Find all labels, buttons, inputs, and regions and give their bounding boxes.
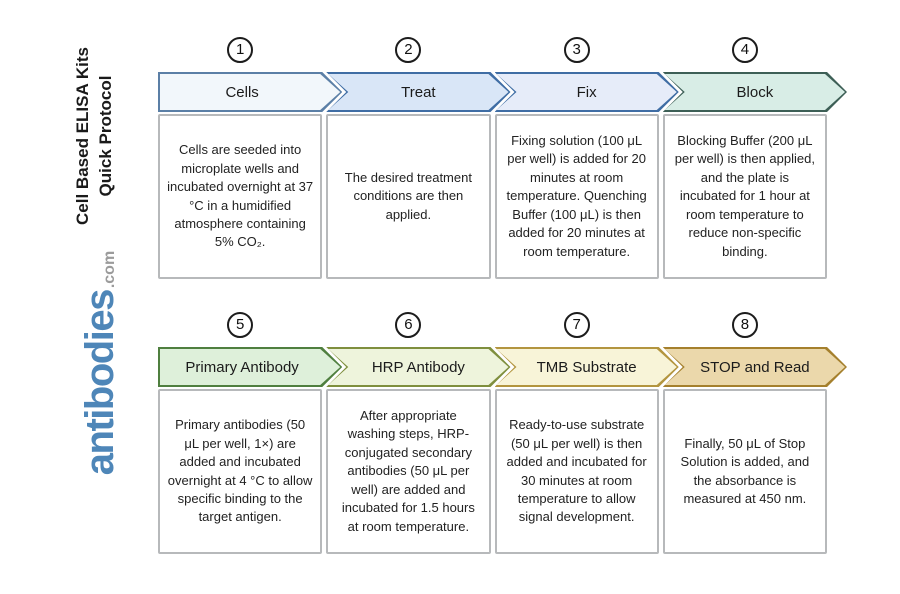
step-7-label: TMB Substrate bbox=[536, 358, 637, 376]
step-1-number-badge: 1 bbox=[227, 37, 254, 63]
brand-logo-text: antibodies bbox=[77, 290, 122, 476]
step-1-arrow-header: Cells bbox=[158, 72, 342, 112]
step-8-arrow-header: STOP and Read bbox=[663, 347, 847, 387]
step-1-label: Cells bbox=[225, 83, 259, 101]
step-column-3: 3 Fix Fixing solution (100 μL per well) … bbox=[494, 37, 659, 279]
protocol-row-1: 1 Cells Cells are seeded into microplate… bbox=[158, 37, 827, 279]
step-5-arrow-header: Primary Antibody bbox=[158, 347, 342, 387]
step-5-description: Primary antibodies (50 μL per well, 1×) … bbox=[158, 389, 323, 554]
step-8-number-wrap: 8 bbox=[663, 312, 827, 342]
step-4-description: Blocking Buffer (200 μL per well) is the… bbox=[662, 114, 827, 279]
step-1-description: Cells are seeded into microplate wells a… bbox=[158, 114, 323, 279]
arrow-fill bbox=[665, 349, 845, 385]
step-6-number-badge: 6 bbox=[395, 312, 422, 338]
step-3-description: Fixing solution (100 μL per well) is add… bbox=[494, 114, 659, 279]
step-7-number-badge: 7 bbox=[563, 312, 590, 338]
step-1-number-wrap: 1 bbox=[158, 37, 322, 67]
page-title-line1: Cell Based ELISA Kits bbox=[73, 47, 92, 225]
step-7-arrow-header: TMB Substrate bbox=[495, 347, 679, 387]
step-column-4: 4 Block Blocking Buffer (200 μL per well… bbox=[662, 37, 827, 279]
step-column-7: 7 TMB Substrate Ready-to-use substrate (… bbox=[494, 312, 659, 554]
step-4-number-wrap: 4 bbox=[663, 37, 827, 67]
arrow-fill bbox=[160, 74, 340, 110]
step-3-number-wrap: 3 bbox=[495, 37, 659, 67]
step-6-label: HRP Antibody bbox=[371, 358, 465, 376]
step-3-number-badge: 3 bbox=[563, 37, 590, 63]
step-column-5: 5 Primary Antibody Primary antibodies (5… bbox=[158, 312, 322, 554]
step-8-number-badge: 8 bbox=[731, 312, 758, 338]
arrow-fill bbox=[160, 349, 340, 385]
step-6-arrow-header: HRP Antibody bbox=[326, 347, 510, 387]
step-3-label: Fix bbox=[576, 83, 597, 101]
step-column-1: 1 Cells Cells are seeded into microplate… bbox=[158, 37, 322, 279]
arrow-fill bbox=[497, 349, 677, 385]
step-7-number-wrap: 7 bbox=[495, 312, 659, 342]
step-7-description: Ready-to-use substrate (50 μL per well) … bbox=[494, 389, 659, 554]
step-5-number-badge: 5 bbox=[227, 312, 254, 338]
brand-logo-suffix: .com bbox=[101, 250, 118, 289]
step-2-label: Treat bbox=[401, 83, 436, 101]
step-5-label: Primary Antibody bbox=[185, 358, 299, 376]
step-2-arrow-header: Treat bbox=[326, 72, 510, 112]
step-6-description: After appropriate washing steps, HRP-con… bbox=[326, 389, 491, 554]
step-2-description: The desired treatment conditions are the… bbox=[326, 114, 491, 279]
step-4-arrow-header: Block bbox=[663, 72, 847, 112]
step-column-6: 6 HRP Antibody After appropriate washing… bbox=[326, 312, 490, 554]
step-column-2: 2 Treat The desired treatment conditions… bbox=[326, 37, 490, 279]
vertical-page-title: Cell Based ELISA Kits Quick Protocol bbox=[72, 36, 120, 236]
step-5-number-wrap: 5 bbox=[158, 312, 322, 342]
arrow-fill bbox=[328, 349, 508, 385]
step-8-label: STOP and Read bbox=[700, 358, 810, 376]
page-title-line2: Quick Protocol bbox=[95, 75, 115, 197]
arrow-fill bbox=[328, 74, 508, 110]
arrow-fill bbox=[665, 74, 845, 110]
step-2-number-badge: 2 bbox=[395, 37, 422, 63]
brand-logo: antibodies.com bbox=[72, 238, 128, 488]
step-6-number-wrap: 6 bbox=[326, 312, 490, 342]
step-3-arrow-header: Fix bbox=[495, 72, 679, 112]
arrow-fill bbox=[497, 74, 677, 110]
step-4-label: Block bbox=[736, 83, 774, 101]
step-8-description: Finally, 50 μL of Stop Solution is added… bbox=[662, 389, 827, 554]
protocol-row-2: 5 Primary Antibody Primary antibodies (5… bbox=[158, 312, 827, 554]
step-2-number-wrap: 2 bbox=[326, 37, 490, 67]
step-4-number-badge: 4 bbox=[731, 37, 758, 63]
step-column-8: 8 STOP and Read Finally, 50 μL of Stop S… bbox=[662, 312, 827, 554]
